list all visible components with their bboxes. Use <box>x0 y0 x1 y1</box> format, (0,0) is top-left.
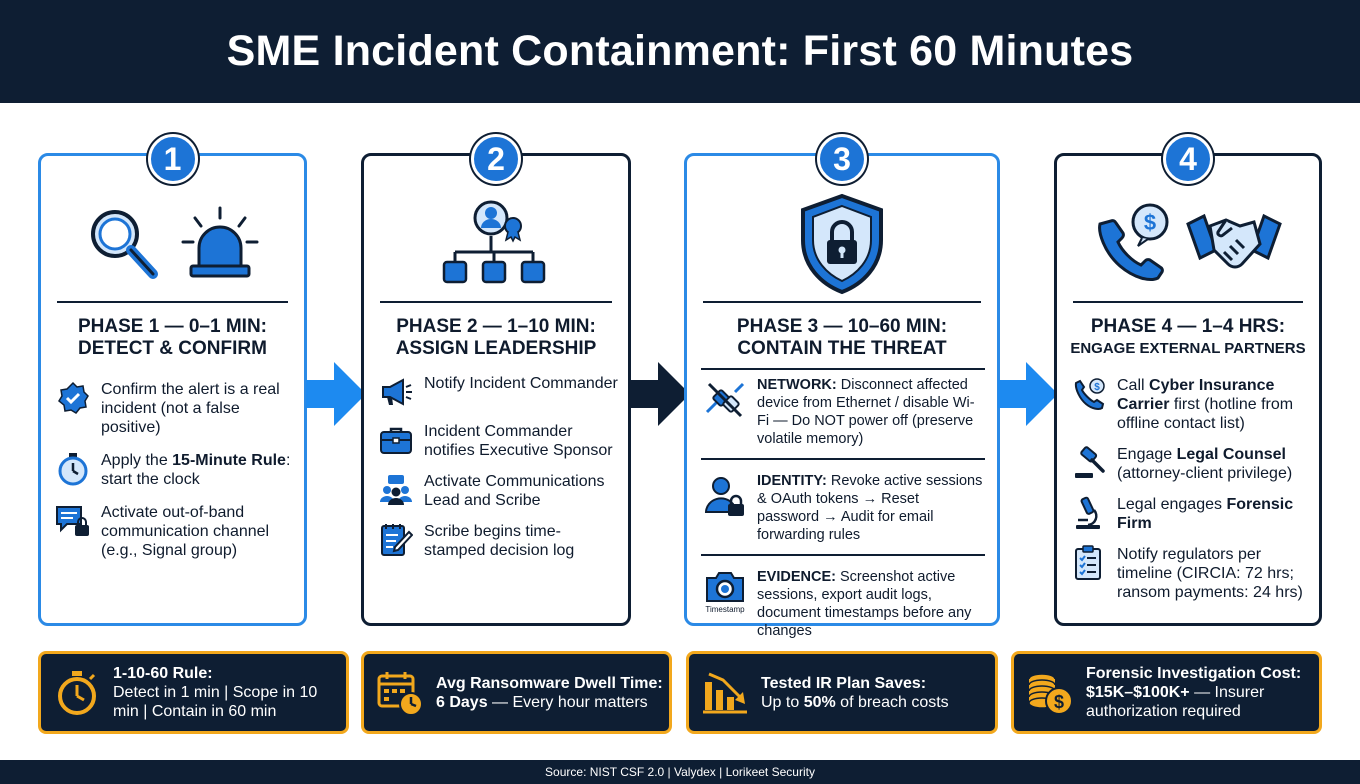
calendar-clock-icon <box>377 671 423 716</box>
phase-1-badge: 1 <box>147 134 198 184</box>
phase-2-title: PHASE 2 — 1–10 MIN: ASSIGN LEADERSHIP <box>395 316 597 359</box>
list-item: $ Call Cyber Insurance Carrier first (ho… <box>1069 376 1309 433</box>
list-item: Engage Legal Counsel (attorney-client pr… <box>1069 445 1309 483</box>
stat-bar-dwell-time: Avg Ransomware Dwell Time: 6 Days — Ever… <box>361 651 672 734</box>
phase-3-illustration <box>687 184 997 304</box>
camera-icon <box>706 572 744 602</box>
step-text: IDENTITY: Revoke active sessions & OAuth… <box>757 473 983 543</box>
step-text: Legal engages Forensic Firm <box>1117 496 1294 532</box>
stopwatch-icon <box>58 670 96 715</box>
check-badge-icon <box>58 381 89 414</box>
phase-2-illustration <box>364 184 628 304</box>
phone-icon: $ <box>1074 378 1105 410</box>
stat-bar-ir-plan: Tested IR Plan Saves: Up to 50% of breac… <box>686 651 998 734</box>
phase-1-steps: Confirm the alert is a real incident (no… <box>53 380 294 574</box>
phase-2-badge: 2 <box>471 134 521 184</box>
step-text: Activate out-of-band communication chann… <box>101 504 270 559</box>
phase-1-divider <box>57 301 288 303</box>
list-item: IDENTITY: Revoke active sessions & OAuth… <box>701 472 985 556</box>
stat-text: Tested IR Plan Saves: Up to 50% of breac… <box>761 674 949 711</box>
list-item: Activate Communications Lead and Scribe <box>376 472 618 510</box>
svg-text:$: $ <box>1144 210 1156 235</box>
step-text: Incident Commander notifies Executive Sp… <box>424 423 613 459</box>
phase-1-card: 1 PHASE 1 — 0–1 MIN: DETECT & CONFIRM <box>38 134 307 626</box>
phase-3-card: 3 PHASE 3 — 10–60 MIN: CONTAIN THE THREA… <box>684 134 1000 639</box>
list-item: Activate out-of-band communication chann… <box>53 503 294 560</box>
stat-text: Forensic Investigation Cost: $15K–$100K+… <box>1086 665 1302 720</box>
phase-2-divider <box>380 301 612 303</box>
step-text: Confirm the alert is a real incident (no… <box>101 381 280 436</box>
step-text: Notify regulators per timeline (CIRCIA: … <box>1117 546 1303 601</box>
step-text: Scribe begins time-stamped decision log <box>424 523 575 559</box>
list-item: NETWORK: Disconnect affected device from… <box>701 368 985 460</box>
phase-2-steps: Notify Incident Commander Incident Comma… <box>376 374 618 574</box>
briefcase-icon <box>380 427 412 454</box>
step-text: EVIDENCE: Screenshot active sessions, ex… <box>757 569 972 639</box>
phase-4-card: 4 $ PHASE 4 — 1–4 HRS: ENGAGE EXTERNAL P… <box>1054 134 1322 626</box>
user-lock-icon <box>704 477 744 516</box>
phase-3-badge: 3 <box>817 134 867 184</box>
stat-text: 1-10-60 Rule: Detect in 1 min | Scope in… <box>113 665 318 720</box>
coins-dollar-icon: $ <box>1028 672 1073 715</box>
phase-3-divider <box>703 301 981 303</box>
list-item: Confirm the alert is a real incident (no… <box>53 380 294 437</box>
phone-dollar-icon: $ <box>1098 203 1169 281</box>
phase-4-steps: $ Call Cyber Insurance Carrier first (ho… <box>1069 376 1309 616</box>
phase-4-badge: 4 <box>1163 134 1213 184</box>
footer-source: Source: NIST CSF 2.0 | Valydex | Lorikee… <box>0 760 1360 784</box>
stat-text: Avg Ransomware Dwell Time: 6 Days — Ever… <box>436 674 663 711</box>
phase-1-illustration <box>41 184 304 304</box>
stat-bar-rule: 1-10-60 Rule: Detect in 1 min | Scope in… <box>38 651 349 734</box>
notepad-pen-icon <box>381 524 413 556</box>
microscope-icon <box>1076 496 1100 529</box>
step-text: Notify Incident Commander <box>424 375 618 392</box>
list-item: Legal engages Forensic Firm <box>1069 495 1309 533</box>
shield-lock-icon <box>801 193 883 295</box>
gavel-icon <box>1075 446 1105 478</box>
list-item: Timestamp EVIDENCE: Screenshot active se… <box>701 568 985 650</box>
handshake-icon <box>1186 213 1282 269</box>
stopwatch-icon <box>58 453 88 486</box>
svg-text:$: $ <box>1054 692 1064 712</box>
checklist-icon <box>1075 545 1101 580</box>
list-item: Incident Commander notifies Executive Sp… <box>376 422 618 460</box>
list-item: Scribe begins time-stamped decision log <box>376 522 618 560</box>
megaphone-icon <box>382 378 412 406</box>
org-chart-icon <box>442 200 546 284</box>
team-chat-icon <box>380 475 412 505</box>
chart-down-icon <box>703 672 747 713</box>
phase-4-title: PHASE 4 — 1–4 HRS: ENGAGE EXTERNAL PARTN… <box>1070 316 1306 357</box>
phase-3-steps: NETWORK: Disconnect affected device from… <box>701 368 985 662</box>
step-text: Apply the 15-Minute Rule: start the cloc… <box>101 452 291 488</box>
phase-1-title: PHASE 1 — 0–1 MIN: DETECT & CONFIRM <box>78 316 267 359</box>
list-item: Notify Incident Commander <box>376 374 618 410</box>
phase-4-divider <box>1073 301 1303 303</box>
phase-3-title: PHASE 3 — 10–60 MIN: CONTAIN THE THREAT <box>736 316 948 359</box>
chat-lock-icon <box>56 506 89 536</box>
source-text: Source: NIST CSF 2.0 | Valydex | Lorikee… <box>545 765 815 779</box>
stat-bar-forensic-cost: $ Forensic Investigation Cost: $15K–$100… <box>1011 651 1322 734</box>
flow-arrow-2 <box>630 362 690 426</box>
step-text: NETWORK: Disconnect affected device from… <box>757 377 975 447</box>
step-text: Activate Communications Lead and Scribe <box>424 473 605 509</box>
step-text: Engage Legal Counsel (attorney-client pr… <box>1117 446 1293 482</box>
page-title: SME Incident Containment: First 60 Minut… <box>226 27 1134 75</box>
header-banner: SME Incident Containment: First 60 Minut… <box>0 0 1360 103</box>
phase-2-card: 2 PHASE 2 — 1–10 MIN: ASSIGN LEADERSHIP <box>361 134 631 626</box>
list-item: Notify regulators per timeline (CIRCIA: … <box>1069 545 1309 602</box>
step-text: Call Cyber Insurance Carrier first (hotl… <box>1117 377 1294 432</box>
magnifier-icon <box>90 210 158 279</box>
phase-4-illustration: $ <box>1057 184 1319 304</box>
flow-arrow-1 <box>306 362 366 426</box>
svg-text:$: $ <box>1094 382 1100 393</box>
unplug-icon <box>705 382 745 418</box>
alarm-siren-icon <box>181 206 258 278</box>
list-item: Apply the 15-Minute Rule: start the cloc… <box>53 451 294 489</box>
flow-arrow-3 <box>998 362 1058 426</box>
timestamp-label: Timestamp <box>705 605 745 614</box>
